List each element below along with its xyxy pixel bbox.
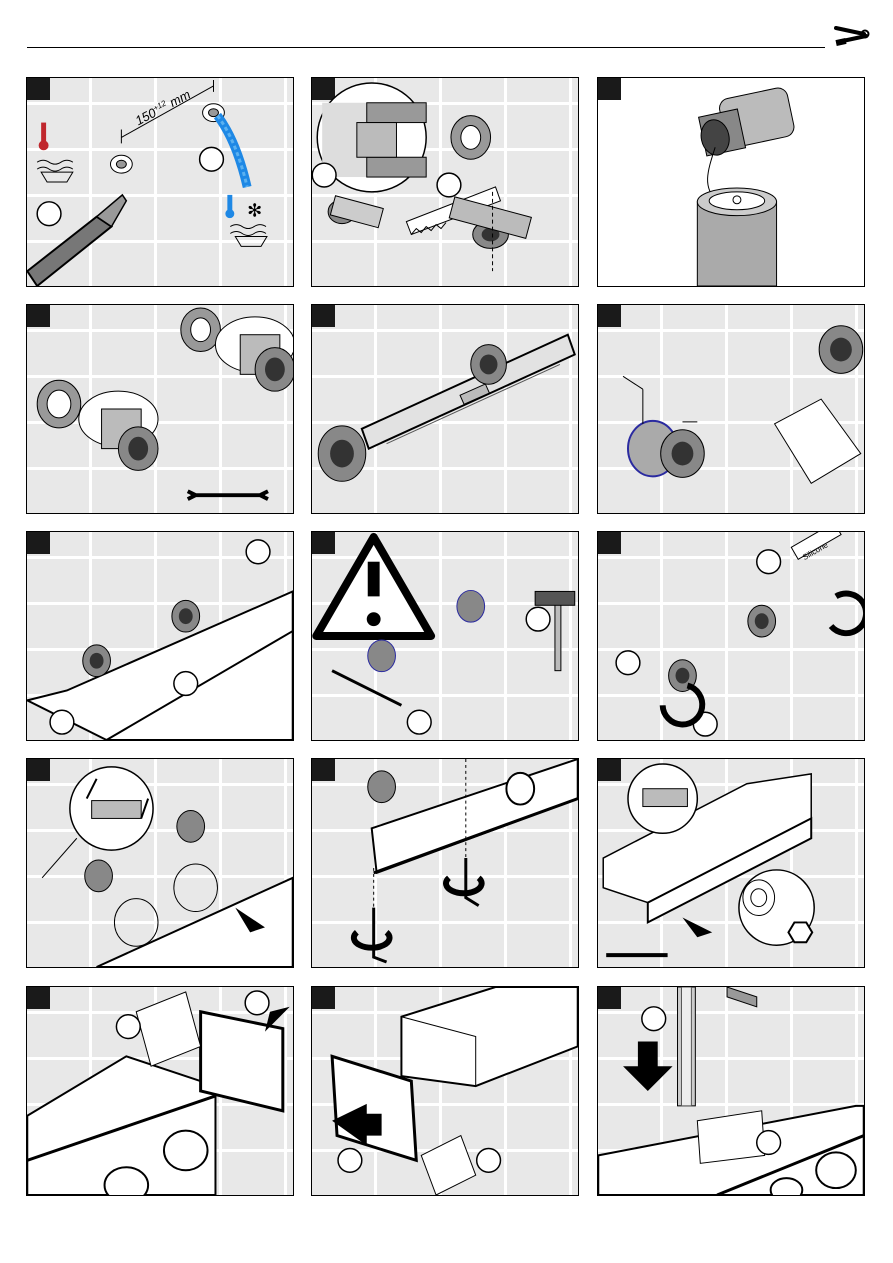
rotate-arrow-icon xyxy=(831,594,864,634)
step-12-panel xyxy=(597,758,865,968)
cover-plate xyxy=(372,759,578,873)
sealant-gun xyxy=(27,195,126,286)
silicone-tube: Silicone xyxy=(791,532,841,562)
fitting-right xyxy=(471,345,507,385)
fitting-right xyxy=(748,605,776,637)
dimension-tolerance: +12 xyxy=(152,98,169,113)
fitting-right xyxy=(172,600,200,632)
fitting-with-depth-gauge xyxy=(623,376,704,477)
dimension-unit: mm xyxy=(167,87,193,110)
spirit-level xyxy=(362,335,575,449)
wall-pipe-left xyxy=(328,196,383,228)
fitting-left xyxy=(79,391,158,470)
step-6-panel xyxy=(597,304,865,514)
callout-circle xyxy=(312,163,336,187)
step-4-panel xyxy=(26,304,294,514)
seal-ring xyxy=(451,116,491,160)
step-15-panel xyxy=(597,986,865,1196)
drill-bit xyxy=(332,671,401,706)
fitting-right xyxy=(819,326,863,374)
fitting-left xyxy=(318,426,366,481)
fitting-top xyxy=(368,771,396,803)
step-9-panel: Silicone xyxy=(597,531,865,741)
step-3-panel xyxy=(597,77,865,287)
instruction-sheet xyxy=(136,992,200,1066)
thermometer-cold-icon: ✻ xyxy=(225,195,267,247)
rotate-arrow-icon xyxy=(354,932,390,947)
escutcheon-left xyxy=(37,380,81,428)
mounting-box xyxy=(97,878,293,967)
instruction-sheet xyxy=(421,1136,475,1195)
step-11-panel xyxy=(311,758,579,968)
escutcheon-right xyxy=(181,308,221,352)
arrow-icon xyxy=(682,917,712,937)
header-rule xyxy=(27,47,825,48)
svg-text:✻: ✻ xyxy=(247,201,262,221)
step-1-panel: 150+12mm ✻ xyxy=(26,77,294,287)
dimension-line: 150+12mm xyxy=(121,80,213,143)
control-knob xyxy=(816,1152,856,1188)
step-5-panel xyxy=(311,304,579,514)
hex-key-icon xyxy=(374,858,479,962)
control-knob xyxy=(771,1178,803,1195)
wrench-icon xyxy=(188,491,268,499)
rotate-arrow-icon xyxy=(446,878,482,893)
step-13-panel xyxy=(26,986,294,1196)
tape-roll xyxy=(697,188,776,286)
detail-magnifier xyxy=(70,767,153,850)
callout-circle xyxy=(437,173,461,197)
step-2-panel xyxy=(311,77,579,287)
thermometer-hot-icon xyxy=(37,123,73,182)
fitting-left xyxy=(83,645,111,677)
arrow-down-icon xyxy=(623,1041,673,1091)
svg-text:150+12mm: 150+12mm xyxy=(133,87,194,129)
step-7-panel xyxy=(26,531,294,741)
step-14-panel xyxy=(311,986,579,1196)
instruction-sheet xyxy=(775,399,861,483)
wall-outlet-left xyxy=(110,155,132,173)
control-knob xyxy=(105,1167,149,1195)
threaded-connector xyxy=(698,86,796,158)
mounting-box xyxy=(401,987,577,1086)
step-10-panel xyxy=(26,758,294,968)
wall-outlet-right xyxy=(200,104,248,187)
warning-triangle-icon xyxy=(316,537,431,636)
instruction-sheet xyxy=(697,1111,764,1163)
wrench-screwdriver-icon xyxy=(834,22,870,50)
step-8-panel xyxy=(311,531,579,741)
control-knob xyxy=(164,1131,208,1171)
fitting-right xyxy=(215,317,293,391)
